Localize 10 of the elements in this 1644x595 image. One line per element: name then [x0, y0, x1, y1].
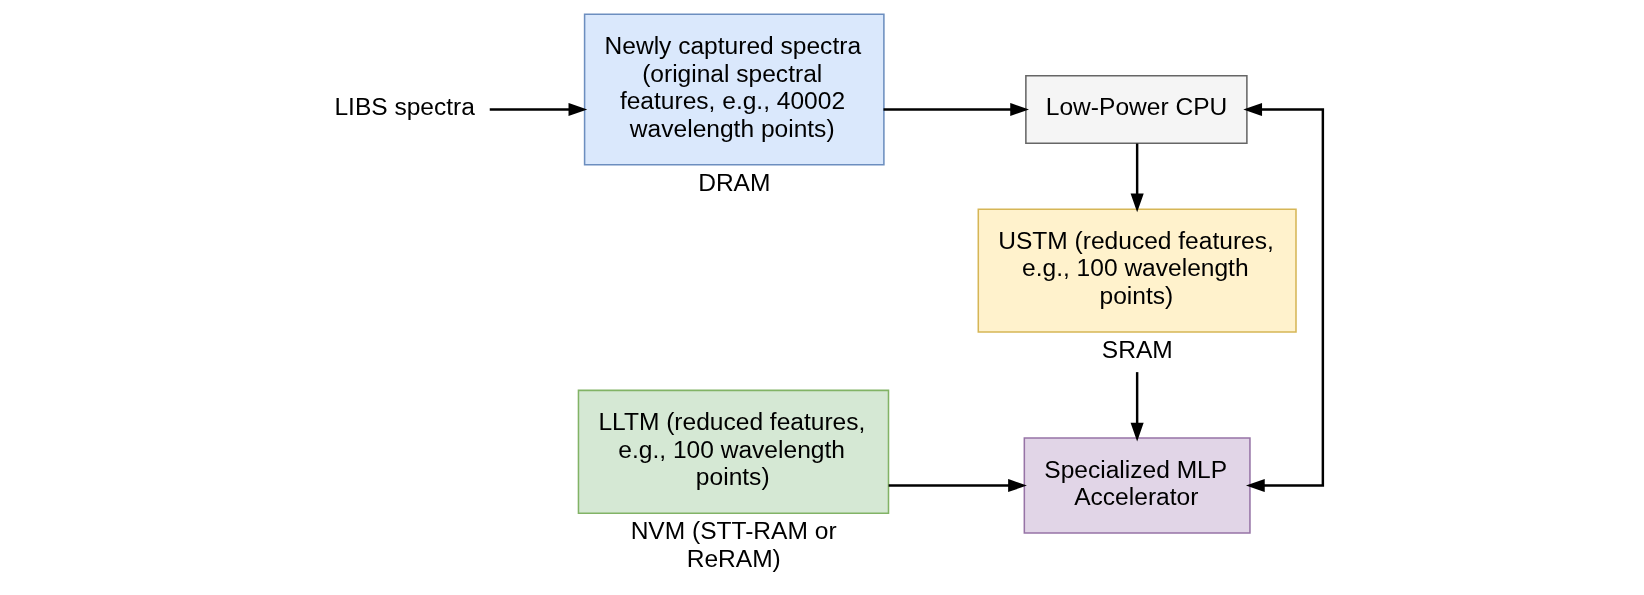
arrow — [1130, 143, 1144, 213]
arrow — [1130, 372, 1144, 442]
arrow — [883, 102, 1029, 117]
node-text: LIBS spectra — [333, 93, 475, 121]
arrow — [489, 102, 587, 117]
arrow — [888, 478, 1027, 493]
node-label: DRAM — [697, 168, 770, 196]
node-label: SRAM — [1101, 335, 1173, 363]
node-label: NVM (STT-RAM or ReRAM) — [630, 516, 837, 572]
arrow — [1242, 102, 1324, 493]
